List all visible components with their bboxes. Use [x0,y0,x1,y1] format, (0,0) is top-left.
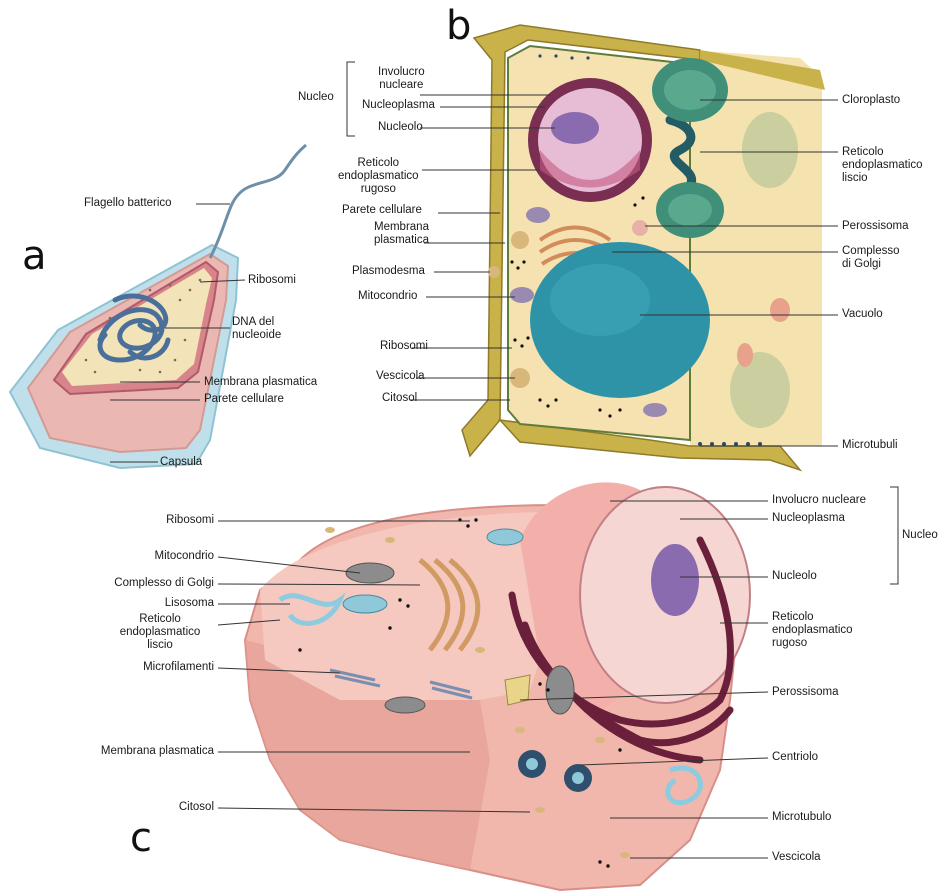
label-c-mitocondrio: Mitocondrio [130,550,214,563]
label-c-membrana: Membrana plasmatica [60,745,214,758]
label-c-nucleolo: Nucleolo [772,570,817,583]
animal-peroxisome [505,675,530,705]
label-c-microfilamenti: Microfilamenti [110,661,214,674]
label-c-nucleoplasma: Nucleoplasma [772,512,845,525]
label-c-microtubulo: Microtubulo [772,811,831,824]
label-c-perossisoma: Perossisoma [772,686,838,699]
label-c-involucro: Involucro nucleare [772,494,866,507]
label-c-lisosoma: Lisosoma [130,597,214,610]
label-c-rer: Reticolo endoplasmatico rugoso [772,611,853,650]
label-c-ribosomi: Ribosomi [150,514,214,527]
label-c-nucleo: Nucleo [902,529,938,542]
label-c-rel: Reticolo endoplasmatico liscio [108,613,212,652]
label-c-centriolo: Centriolo [772,751,818,764]
label-c-golgi: Complesso di Golgi [80,577,214,590]
label-c-vescicola: Vescicola [772,851,821,864]
panel-c-letter: c [130,818,152,858]
label-c-citosol: Citosol [150,801,214,814]
